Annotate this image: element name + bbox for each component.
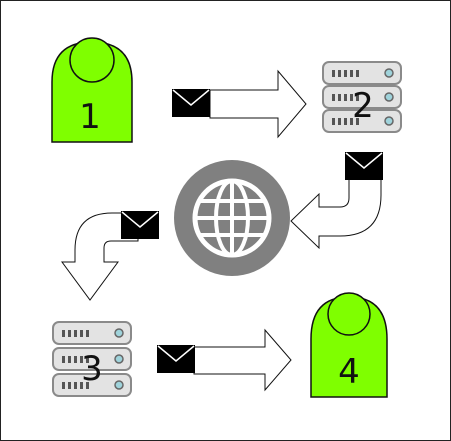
arrow-2-to-internet (290, 151, 384, 250)
envelope-icon (120, 210, 160, 240)
envelope-icon (171, 88, 211, 118)
person-icon-4: 4 (310, 292, 388, 398)
node-label-1: 1 (79, 97, 101, 137)
envelope-icon (156, 344, 196, 374)
node-label-4: 4 (338, 352, 360, 392)
person-icon (51, 37, 133, 143)
arrow-internet-to-3 (61, 210, 160, 301)
node-label-3: 3 (81, 349, 103, 389)
arrow-3-to-4 (156, 328, 292, 392)
globe-icon (174, 160, 290, 276)
arrow-1-to-2 (171, 69, 307, 139)
node-label-2: 2 (352, 86, 374, 126)
person-icon (310, 292, 388, 398)
envelope-icon (344, 151, 384, 181)
person-icon-1: 1 (51, 37, 133, 143)
